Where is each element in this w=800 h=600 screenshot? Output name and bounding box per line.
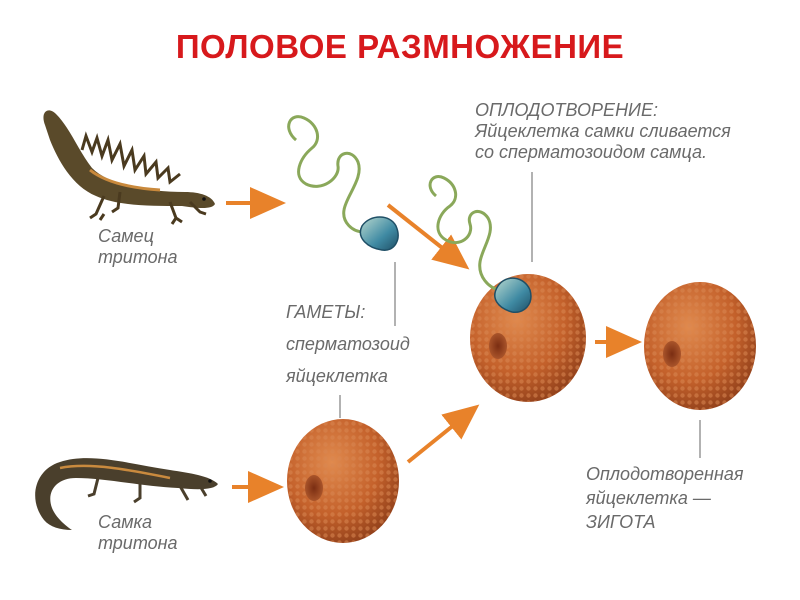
arrow-egg-to-fertilization — [406, 404, 480, 464]
male-label-line1: Самец — [98, 226, 154, 246]
male-newt-label: Самец тритона — [98, 226, 178, 268]
zygote-line2: яйцеклетка — — [586, 488, 711, 508]
fertilization-label: ОПЛОДОТВОРЕНИЕ: Яйцеклетка самки сливает… — [475, 100, 731, 163]
zygote-line3: ЗИГОТА — [586, 512, 656, 532]
male-newt-illustration — [43, 110, 216, 225]
male-label-line2: тритона — [98, 247, 178, 267]
fertilization-line1: Яйцеклетка самки сливается — [475, 121, 731, 141]
zygote-illustration — [644, 282, 756, 410]
female-newt-illustration — [35, 458, 219, 530]
arrow-sperm-to-fertilization — [386, 203, 470, 270]
gametes-egg: яйцеклетка — [286, 366, 388, 386]
sperm-cell-illustration — [287, 115, 399, 251]
egg-cell-illustration — [287, 419, 399, 543]
female-newt-label: Самка тритона — [98, 512, 178, 554]
fertilization-egg-illustration — [428, 175, 586, 402]
zygote-label: Оплодотворенная яйцеклетка — ЗИГОТА — [586, 462, 744, 534]
gametes-label: ГАМЕТЫ: сперматозоид яйцеклетка — [286, 296, 410, 392]
fertilization-line2: со сперматозоидом самца. — [475, 142, 708, 162]
fertilization-heading: ОПЛОДОТВОРЕНИЕ: — [475, 100, 658, 120]
female-label-line2: тритона — [98, 533, 178, 553]
gametes-sperm: сперматозоид — [286, 334, 410, 354]
female-label-line1: Самка — [98, 512, 153, 532]
gametes-heading: ГАМЕТЫ: — [286, 302, 366, 322]
zygote-line1: Оплодотворенная — [586, 464, 744, 484]
diagram-title: ПОЛОВОЕ РАЗМНОЖЕНИЕ — [175, 28, 625, 65]
